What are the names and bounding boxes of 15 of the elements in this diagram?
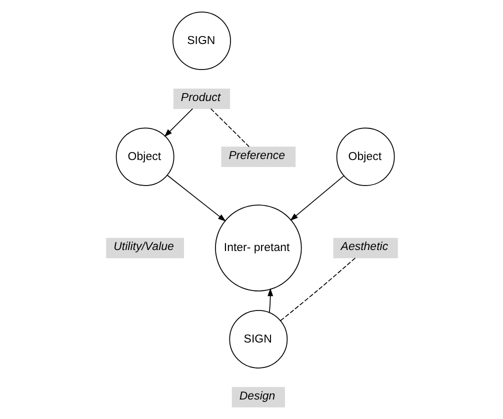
arrow: [267, 288, 273, 313]
node-circle: Object: [336, 128, 394, 186]
node-box: Design: [231, 387, 284, 408]
node-box: Utility/Value: [106, 238, 184, 258]
arrow: [164, 108, 193, 137]
connector: [210, 108, 250, 148]
node-circle: Inter- pretant: [214, 204, 302, 292]
arrow: [290, 175, 344, 221]
connector: [280, 258, 356, 322]
node-circle: SIGN: [172, 12, 230, 70]
node-box: Aesthetic: [332, 238, 398, 258]
node-box: Preference: [220, 146, 296, 167]
node-circle: SIGN: [228, 310, 288, 368]
node-box: Product: [172, 88, 230, 109]
arrow: [166, 174, 226, 222]
